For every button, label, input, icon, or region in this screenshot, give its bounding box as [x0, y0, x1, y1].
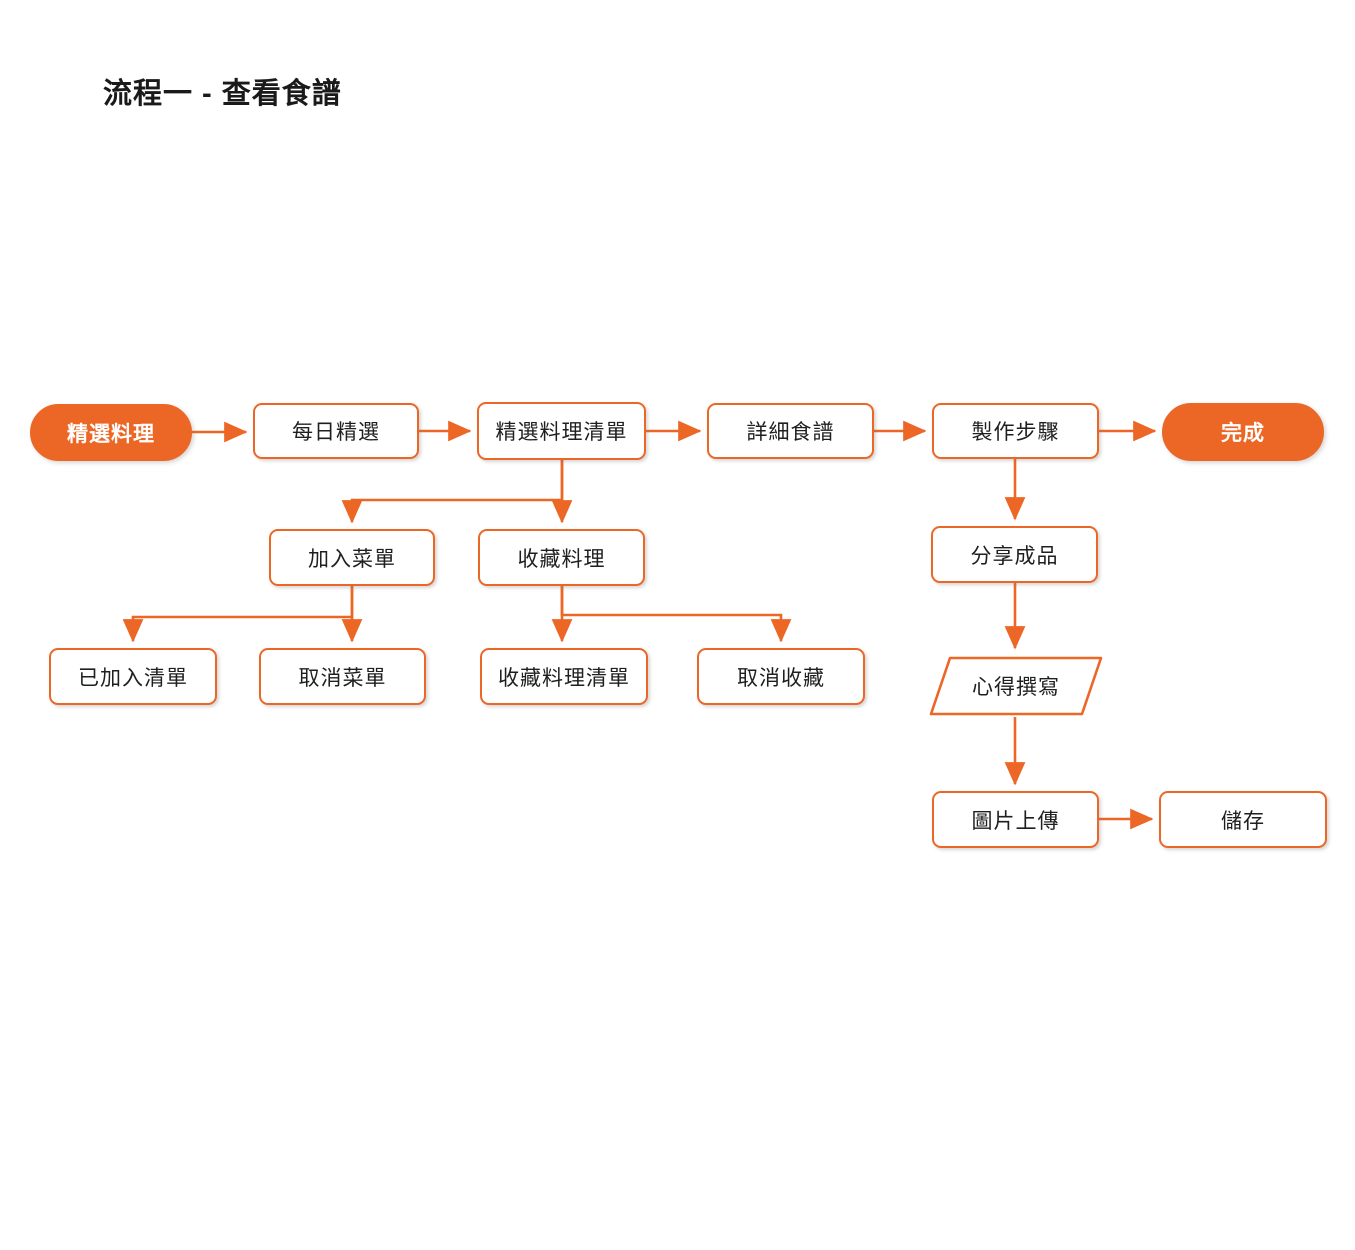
node-favorite-dish[interactable]: 收藏料理 [478, 529, 645, 586]
node-cooking-steps-label: 製作步驟 [971, 421, 1060, 444]
parallelogram-shape [928, 655, 1104, 717]
node-write-review[interactable]: 心得撰寫 [928, 655, 1104, 717]
node-start[interactable]: 精選料理 [30, 404, 192, 461]
node-start-label: 精選料理 [67, 422, 155, 446]
edge-list-to-addmenu [341, 460, 564, 524]
node-recipe-detail-label: 詳細食譜 [746, 421, 835, 444]
node-save-label: 儲存 [1221, 809, 1265, 833]
node-upload-image-label: 圖片上傳 [971, 809, 1060, 833]
node-added-to-list[interactable]: 已加入清單 [49, 648, 217, 705]
node-cancel-menu[interactable]: 取消菜單 [259, 648, 426, 705]
node-cooking-steps[interactable]: 製作步驟 [932, 403, 1099, 459]
node-daily-featured[interactable]: 每日精選 [253, 403, 419, 459]
node-done-label: 完成 [1221, 422, 1265, 445]
node-add-to-menu-label: 加入菜單 [308, 547, 396, 571]
node-save[interactable]: 儲存 [1159, 791, 1327, 848]
node-featured-list-label: 精選料理清單 [495, 421, 628, 444]
node-cancel-favorite-label: 取消收藏 [737, 666, 825, 690]
node-upload-image[interactable]: 圖片上傳 [932, 791, 1099, 848]
node-featured-list[interactable]: 精選料理清單 [477, 402, 646, 460]
node-cancel-menu-label: 取消菜單 [298, 666, 387, 690]
node-share-result-label: 分享成品 [970, 544, 1059, 568]
page-title: 流程一 - 查看食譜 [103, 78, 342, 110]
node-added-to-list-label: 已加入清單 [78, 666, 188, 690]
node-recipe-detail[interactable]: 詳細食譜 [707, 403, 874, 459]
node-favorite-list[interactable]: 收藏料理清單 [480, 648, 648, 705]
node-cancel-favorite[interactable]: 取消收藏 [697, 648, 865, 705]
node-daily-featured-label: 每日精選 [292, 421, 380, 444]
node-favorite-dish-label: 收藏料理 [517, 547, 606, 571]
node-add-to-menu[interactable]: 加入菜單 [269, 529, 435, 586]
node-favorite-list-label: 收藏料理清單 [498, 666, 630, 690]
edge-addmenu-to-addedlist [122, 586, 354, 643]
node-done[interactable]: 完成 [1162, 403, 1324, 461]
node-share-result[interactable]: 分享成品 [931, 526, 1098, 583]
edge-favorite-to-cancelfav [560, 586, 792, 643]
